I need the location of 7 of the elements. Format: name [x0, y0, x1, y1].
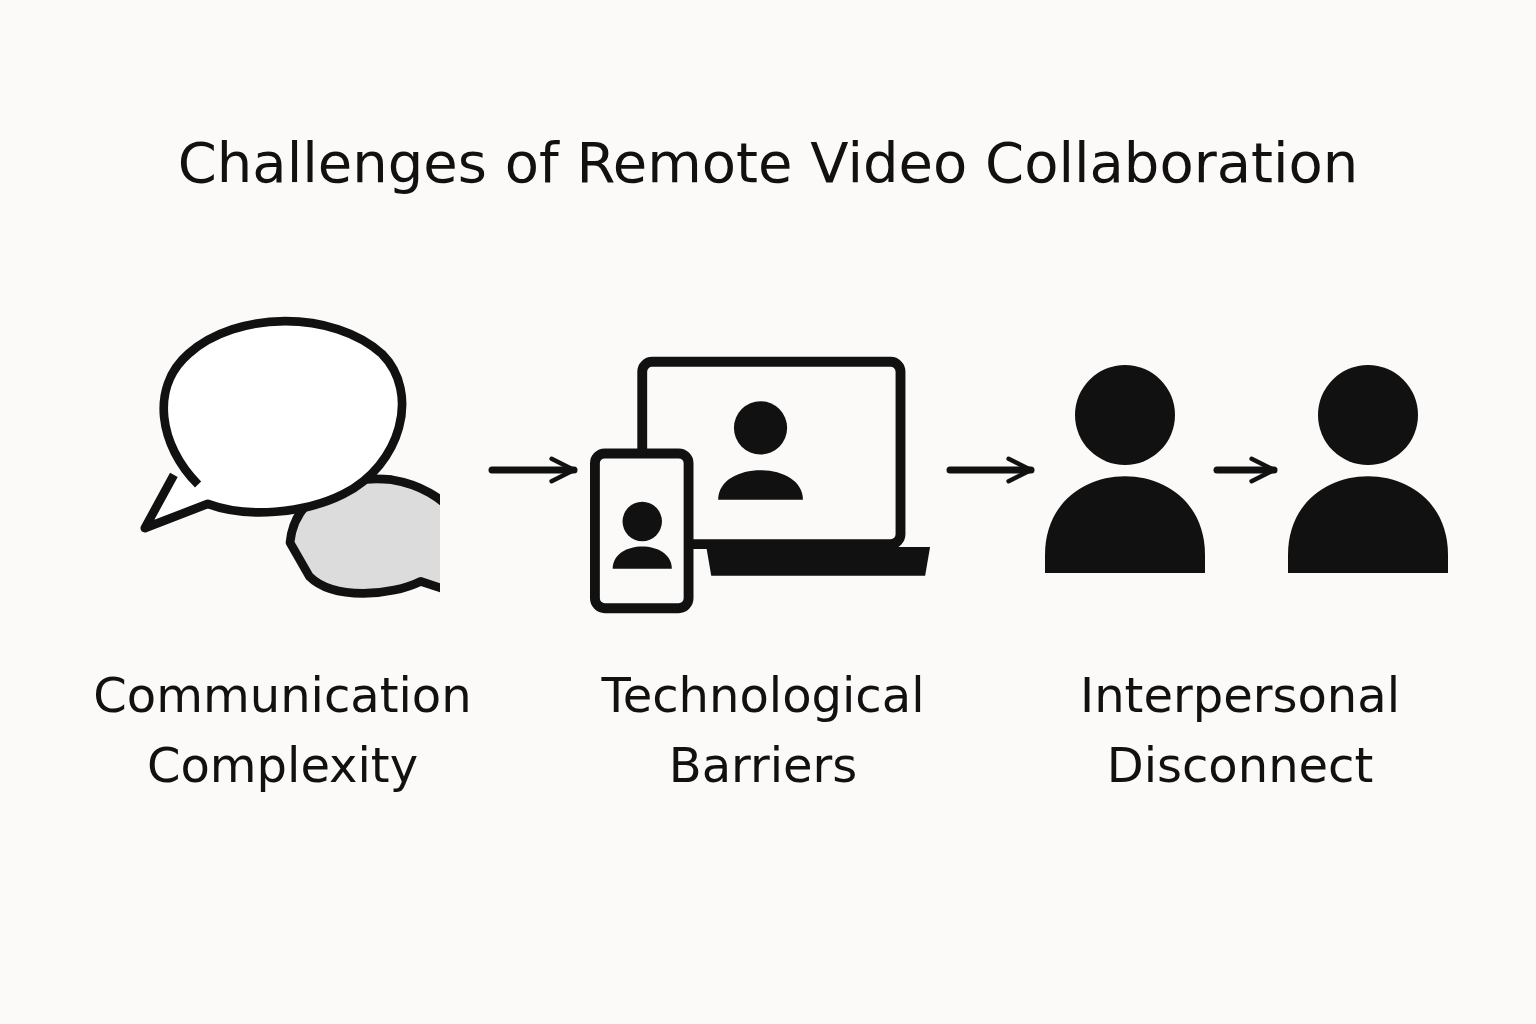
- caption-text: Interpersonal Disconnect: [1079, 666, 1401, 795]
- arrow: [946, 456, 1035, 484]
- arrow: [488, 456, 578, 484]
- title: Challenges of Remote Video Collaboration: [176, 130, 1360, 195]
- arrow: [1213, 456, 1278, 484]
- node-caption: Communication Complexity: [92, 666, 473, 795]
- node-caption: Technological Barriers: [600, 666, 926, 795]
